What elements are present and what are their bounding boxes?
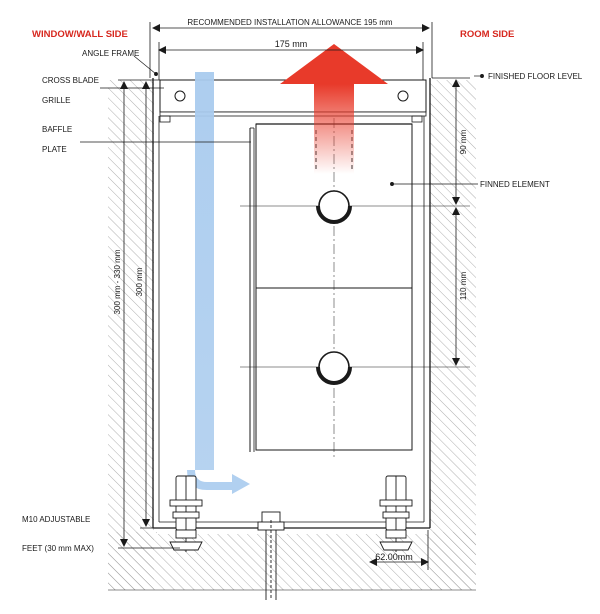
window-side-heading: WINDOW/WALL SIDE	[32, 29, 128, 40]
feet-max-label: FEET (30 mm MAX)	[22, 544, 94, 553]
width-label: 175 mm	[275, 39, 308, 49]
room-side-heading: ROOM SIDE	[460, 29, 514, 40]
height-range-label: 300 mm - 330 mm	[113, 249, 122, 314]
hot-air-flow	[280, 44, 388, 174]
centre-bolt	[257, 511, 285, 600]
top-section-label: 90 mm	[459, 129, 468, 154]
allowance-label: RECOMMENDED INSTALLATION ALLOWANCE 195 m…	[187, 18, 393, 27]
baffle-plate	[249, 127, 255, 452]
finned-element-label: FINNED ELEMENT	[480, 180, 550, 189]
angle-frame-label: ANGLE FRAME	[82, 49, 139, 58]
right-dimensions	[432, 77, 470, 366]
heating-pipes	[316, 190, 352, 385]
trench-housing	[152, 78, 431, 529]
width-dimensions	[149, 22, 433, 80]
plate-label: PLATE	[42, 145, 67, 154]
cold-air-flow	[187, 72, 250, 494]
height-label: 300 mm	[135, 267, 144, 296]
finished-floor-label: FINISHED FLOOR LEVEL	[488, 72, 583, 81]
grille-label: GRILLE	[42, 96, 70, 105]
feet-dimension	[369, 530, 429, 570]
feet-offset-label: 62.00mm	[375, 552, 413, 562]
adjustable-feet	[169, 475, 413, 600]
cross-blade-label: CROSS BLADE	[42, 76, 99, 85]
leader-lines	[80, 55, 484, 186]
pipe-spacing-label: 110 mm	[459, 272, 468, 301]
baffle-label: BAFFLE	[42, 125, 72, 134]
m10-feet-label: M10 ADJUSTABLE	[22, 515, 90, 524]
foot-left	[169, 475, 203, 552]
foot-right	[379, 475, 413, 552]
left-dimensions	[118, 79, 180, 549]
